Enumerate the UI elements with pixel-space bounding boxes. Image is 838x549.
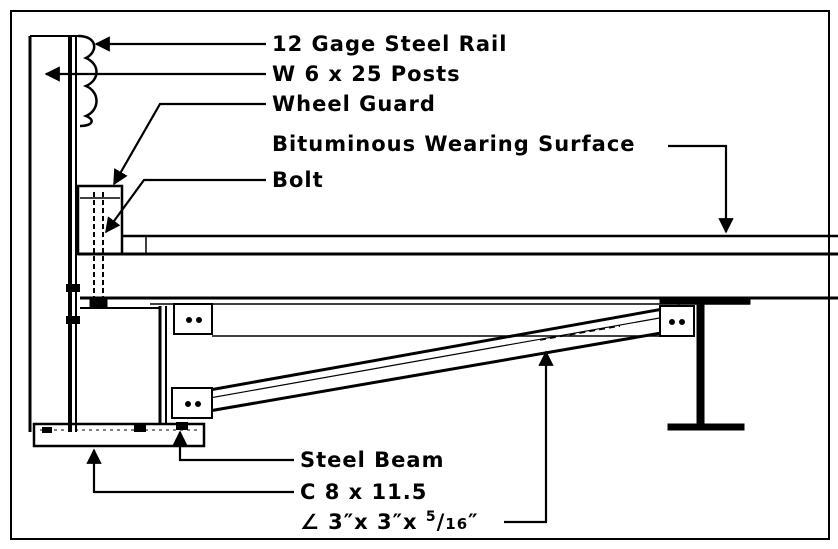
gusset-plate-top <box>173 303 680 337</box>
label-channel: C 8 x 11.5 <box>300 480 428 504</box>
label-angle-suffix: ″ <box>468 510 479 534</box>
steel-rail-profile <box>77 34 98 128</box>
label-bolt: Bolt <box>272 168 324 192</box>
bolt <box>89 192 108 309</box>
brace-end-plate-left <box>171 387 213 419</box>
brace-end-plate-right <box>659 305 695 337</box>
label-angle-frac-den: 16 <box>445 515 469 533</box>
leader-steel-beam <box>172 430 294 462</box>
channel-c8x11 <box>32 306 206 448</box>
steel-beam <box>659 297 751 431</box>
angle-brace <box>175 304 691 418</box>
leader-channel <box>86 448 294 494</box>
label-angle-frac-slash: / <box>436 510 446 534</box>
deck-slab <box>78 252 838 305</box>
wearing-surface <box>122 234 838 254</box>
leader-wearing-surface <box>668 144 734 234</box>
label-wearing-surface: Bituminous Wearing Surface <box>272 132 636 156</box>
leader-angle <box>504 350 554 524</box>
label-steel-beam: Steel Beam <box>300 448 445 472</box>
label-steel-rail: 12 Gage Steel Rail <box>272 32 508 56</box>
post-connection-bolts <box>66 284 80 324</box>
leader-bolt <box>105 178 266 234</box>
label-wheel-guard: Wheel Guard <box>272 92 436 116</box>
channel-rivets <box>42 422 188 433</box>
post-w6x25 <box>28 35 80 432</box>
drawing-border <box>10 10 830 540</box>
label-posts: W 6 x 25 Posts <box>272 62 461 86</box>
label-angle-prefix: ∠ 3″x 3″x <box>300 510 426 534</box>
label-angle-frac-num: 5 <box>425 509 437 525</box>
label-angle: ∠ 3″x 3″x 5/16″ <box>300 510 479 533</box>
leader-wheel-guard <box>113 102 266 186</box>
